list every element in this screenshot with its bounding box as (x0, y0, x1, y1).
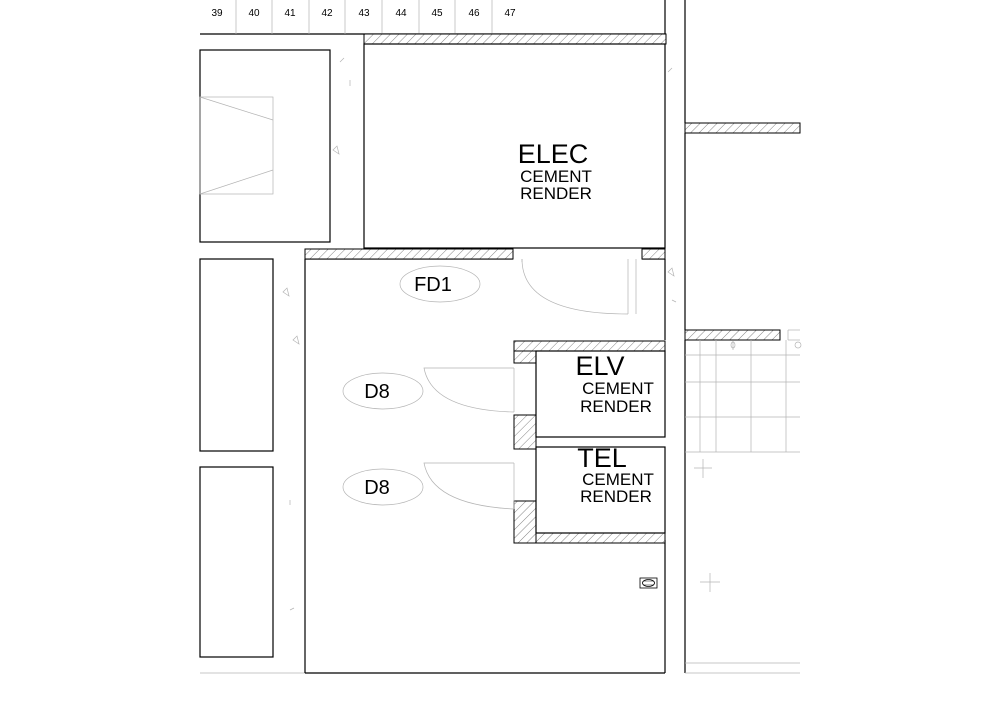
column-number-strip: 39 40 41 42 43 44 45 46 47 (200, 0, 666, 35)
column-number: 40 (248, 8, 260, 19)
column-number: 41 (284, 8, 296, 19)
room-elv-finish-line1: CEMENT (582, 379, 654, 398)
room-elv-name: ELV (575, 351, 624, 381)
column-number: 39 (211, 8, 223, 19)
door-tag-label: D8 (364, 477, 390, 499)
door-tag-d8-tel: D8 (342, 468, 424, 506)
right-adjacent-space (684, 122, 802, 674)
room-tel-finish-line1: CEMENT (582, 470, 654, 489)
room-tel-finish-line2: RENDER (580, 487, 652, 506)
room-elec-name: ELEC (518, 139, 589, 169)
room-tel: TEL CEMENT RENDER (535, 443, 666, 534)
room-elec: ELEC CEMENT RENDER (363, 33, 667, 249)
room-elec-finish-line2: RENDER (520, 184, 592, 203)
room-elec-finish-line1: CEMENT (520, 167, 592, 186)
column-number: 42 (321, 8, 333, 19)
door-tag-label: FD1 (414, 274, 452, 296)
column-number: 46 (468, 8, 480, 19)
column-number: 45 (431, 8, 443, 19)
column-number: 43 (358, 8, 370, 19)
room-tel-name: TEL (577, 443, 627, 473)
door-tag-d8-elv: D8 (342, 372, 424, 410)
door-swing-elec (521, 258, 637, 315)
room-elv: ELV CEMENT RENDER (535, 350, 666, 438)
door-swing-tel (423, 462, 515, 510)
room-elv-finish-line2: RENDER (580, 397, 652, 416)
door-tag-fd1: FD1 (399, 265, 481, 303)
column-number: 47 (504, 8, 516, 19)
left-rooms (199, 49, 331, 674)
door-swing-elv (423, 367, 515, 413)
corridor-walls (304, 0, 686, 674)
floor-drain-icon (639, 577, 658, 589)
sketch-marks (282, 57, 677, 611)
door-tag-label: D8 (364, 381, 390, 403)
column-number: 44 (395, 8, 407, 19)
